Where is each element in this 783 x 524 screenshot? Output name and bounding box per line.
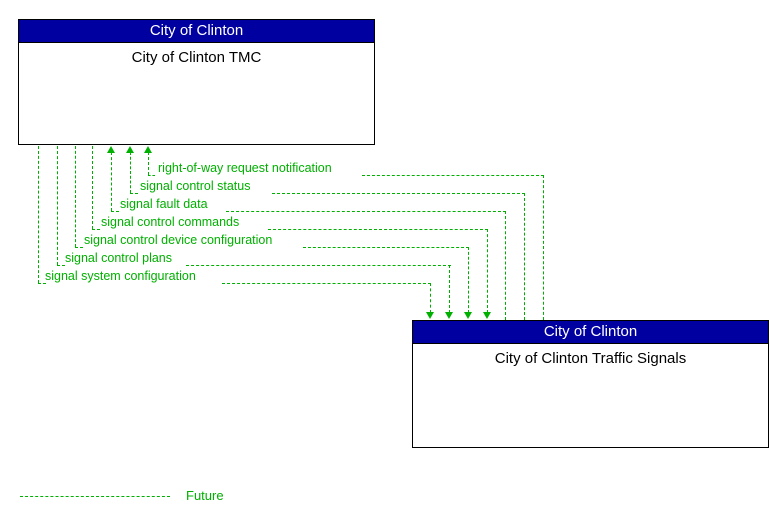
flow-3-horizontal-right <box>226 211 506 212</box>
flow-1-label: right-of-way request notification <box>158 161 332 175</box>
flow-4-vertical-far <box>487 229 488 313</box>
flow-6-horizontal-right <box>186 265 451 266</box>
flow-3-arrowhead-icon <box>107 146 115 153</box>
node-signals-name: City of Clinton Traffic Signals <box>494 350 687 367</box>
node-city-of-clinton-traffic-signals[interactable]: City of Clinton City of Clinton Traffic … <box>412 320 769 448</box>
flow-6-vertical-far <box>449 265 450 313</box>
flow-5-arrowhead-icon <box>464 312 472 319</box>
flow-2-vertical-far <box>524 193 525 320</box>
flow-3-vertical-far <box>505 211 506 320</box>
flow-6-arrowhead-icon <box>445 312 453 319</box>
flow-2-arrowhead-icon <box>126 146 134 153</box>
flow-7-vertical-near-tmc <box>38 146 39 283</box>
node-tmc-name: City of Clinton TMC <box>131 49 262 66</box>
node-city-of-clinton-tmc[interactable]: City of Clinton City of Clinton TMC <box>18 19 375 145</box>
flow-5-vertical-far <box>468 247 469 313</box>
flow-5-horizontal <box>75 247 83 248</box>
flow-4-horizontal-right <box>268 229 488 230</box>
flow-2-horizontal <box>130 193 138 194</box>
flow-5-vertical-near-tmc <box>75 146 76 247</box>
flow-2-horizontal-right <box>272 193 525 194</box>
flow-3-vertical-near-tmc <box>111 152 112 211</box>
flow-7-vertical-far <box>430 283 431 313</box>
flow-1-horizontal <box>148 175 155 176</box>
flow-1-vertical-far <box>543 175 544 320</box>
flow-4-label: signal control commands <box>101 215 240 229</box>
node-tmc-stakeholder-header: City of Clinton <box>19 20 374 43</box>
flow-6-label: signal control plans <box>65 251 173 265</box>
flow-4-horizontal <box>92 229 100 230</box>
flow-4-vertical-near-tmc <box>92 146 93 229</box>
node-signals-stakeholder-header: City of Clinton <box>413 321 768 344</box>
legend-future-label: Future <box>186 488 224 503</box>
flow-5-label: signal control device configuration <box>84 233 273 247</box>
flow-4-arrowhead-icon <box>483 312 491 319</box>
flow-6-vertical-near-tmc <box>57 146 58 265</box>
flow-2-vertical-near-tmc <box>130 152 131 193</box>
flow-7-horizontal <box>38 283 46 284</box>
flow-3-label: signal fault data <box>120 197 208 211</box>
flow-7-arrowhead-icon <box>426 312 434 319</box>
flow-1-arrowhead-icon <box>144 146 152 153</box>
flow-7-label: signal system configuration <box>45 269 196 283</box>
flow-6-horizontal <box>57 265 65 266</box>
flow-2-label: signal control status <box>140 179 251 193</box>
legend-future-line <box>20 496 170 497</box>
flow-1-horizontal-right <box>362 175 544 176</box>
flow-5-horizontal-right <box>303 247 469 248</box>
flow-1-vertical-near-tmc <box>148 152 149 175</box>
flow-3-horizontal <box>111 211 119 212</box>
flow-7-horizontal-right <box>222 283 431 284</box>
